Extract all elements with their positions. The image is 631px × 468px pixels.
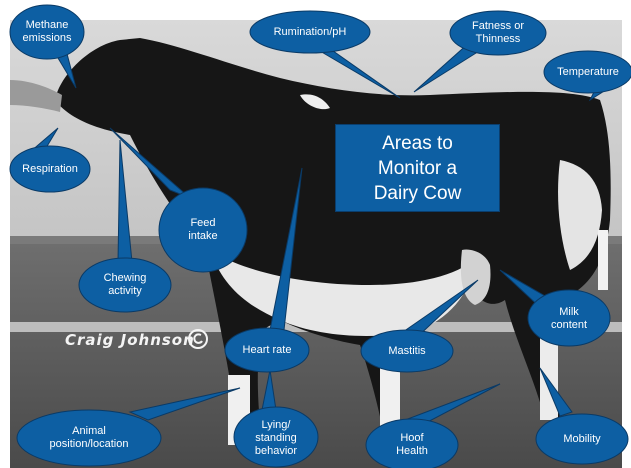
callout-heart-rate: Heart rate [242,343,292,356]
copyright-logo-icon [188,329,208,349]
callout-lying-standing-behavior: Lying/ standing behavior [254,418,298,457]
callout-feed-intake: Feed intake [188,217,218,242]
diagram-title: Areas to Monitor a Dairy Cow [335,124,500,212]
callout-mobility: Mobility [563,432,601,445]
callout-shapes [9,4,631,468]
callout-methane-emissions: Methane emissions [22,19,72,44]
photo-credit: Craig Johnson [65,331,195,349]
callout-fatness-thinness: Fatness or Thinness [472,20,524,45]
callout-mastitis: Mastitis [388,344,426,357]
callout-rumination-ph: Rumination/pH [273,25,347,38]
callout-animal-position-location: Animal position/location [49,425,129,450]
callout-chewing-activity: Chewing activity [103,272,147,297]
callout-respiration: Respiration [22,162,78,175]
callout-milk-content: Milk content [550,306,588,331]
callout-hoof-health: Hoof Health [396,432,428,457]
callout-temperature: Temperature [557,65,619,78]
